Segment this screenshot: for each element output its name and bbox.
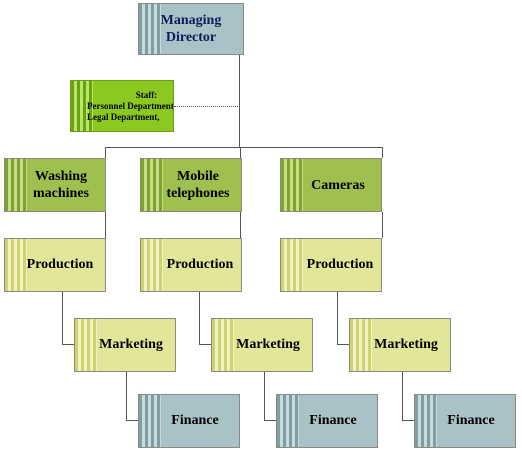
- connector-div-3: [382, 147, 383, 158]
- connector-staff: [174, 106, 240, 107]
- connector-d1-fin-v: [126, 372, 127, 420]
- connector-d2-mkt-h: [199, 344, 211, 345]
- production-label: Production: [166, 257, 234, 272]
- production-box: Production: [4, 238, 106, 292]
- marketing-label: Marketing: [374, 337, 438, 352]
- division-cameras-box: Cameras: [280, 158, 382, 212]
- finance-label: Finance: [309, 413, 357, 428]
- connector-d3-prod: [382, 212, 383, 238]
- production-label: Production: [306, 257, 374, 272]
- connector-d2-fin-h: [264, 420, 276, 421]
- connector-division-bar: [105, 147, 383, 148]
- managing-director-box: Managing Director: [138, 3, 244, 55]
- division-label: Mobile telephones: [166, 169, 230, 201]
- finance-box: Finance: [138, 394, 240, 448]
- connector-md-down: [239, 55, 240, 147]
- managing-director-label: Managing Director: [160, 13, 222, 45]
- connector-d3-fin-v: [402, 372, 403, 420]
- connector-div-2: [240, 147, 241, 158]
- connector-d2-prod: [240, 212, 241, 238]
- division-washing-machines-box: Washing machines: [4, 158, 106, 212]
- marketing-label: Marketing: [99, 337, 163, 352]
- staff-box: Staff: Personnel Department, Legal Depar…: [70, 80, 174, 132]
- connector-d3-mkt-h: [337, 344, 349, 345]
- marketing-box: Marketing: [349, 318, 451, 372]
- division-label: Washing machines: [33, 169, 89, 201]
- connector-d1-fin-h: [126, 420, 138, 421]
- production-box: Production: [140, 238, 242, 292]
- connector-div-1: [105, 147, 106, 158]
- finance-label: Finance: [171, 413, 219, 428]
- staff-line-2: Legal Department,: [87, 111, 160, 122]
- finance-box: Finance: [276, 394, 378, 448]
- connector-d1-mkt-h: [62, 344, 74, 345]
- production-box: Production: [280, 238, 382, 292]
- division-label: Cameras: [311, 177, 365, 193]
- connector-d3-mkt-v: [337, 292, 338, 344]
- division-mobile-telephones-box: Mobile telephones: [140, 158, 242, 212]
- finance-box: Finance: [414, 394, 516, 448]
- connector-d1-mkt-v: [62, 292, 63, 344]
- staff-title: Staff:: [135, 89, 158, 100]
- connector-d3-fin-h: [402, 420, 414, 421]
- marketing-box: Marketing: [211, 318, 313, 372]
- production-label: Production: [26, 257, 94, 272]
- connector-d1-prod: [105, 212, 106, 238]
- marketing-label: Marketing: [236, 337, 300, 352]
- connector-d2-mkt-v: [199, 292, 200, 344]
- connector-d2-fin-v: [264, 372, 265, 420]
- finance-label: Finance: [447, 413, 495, 428]
- marketing-box: Marketing: [74, 318, 176, 372]
- staff-line-1: Personnel Department,: [87, 100, 174, 111]
